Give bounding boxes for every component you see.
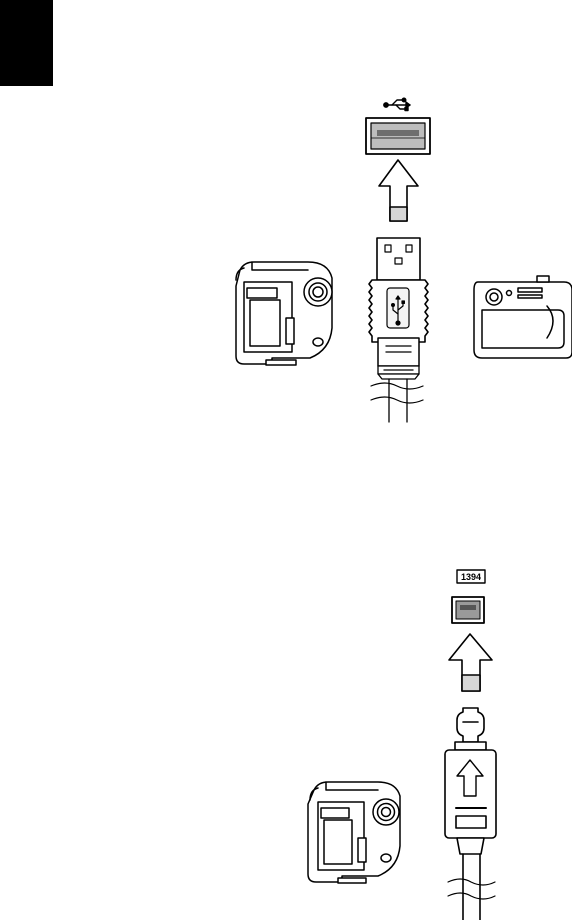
insert-arrow-icon (379, 160, 418, 221)
ieee1394-port (452, 597, 484, 623)
camcorder-illustration-1394 (308, 782, 400, 883)
usb-plug (369, 238, 428, 422)
usb-icon (384, 98, 410, 110)
ieee1394-plug (445, 708, 496, 920)
digital-camera-illustration (474, 276, 572, 358)
usb-port (366, 118, 430, 154)
camcorder-illustration (236, 262, 332, 365)
insert-arrow-icon-1394 (449, 634, 492, 691)
ieee1394-label-text: 1394 (457, 571, 485, 583)
